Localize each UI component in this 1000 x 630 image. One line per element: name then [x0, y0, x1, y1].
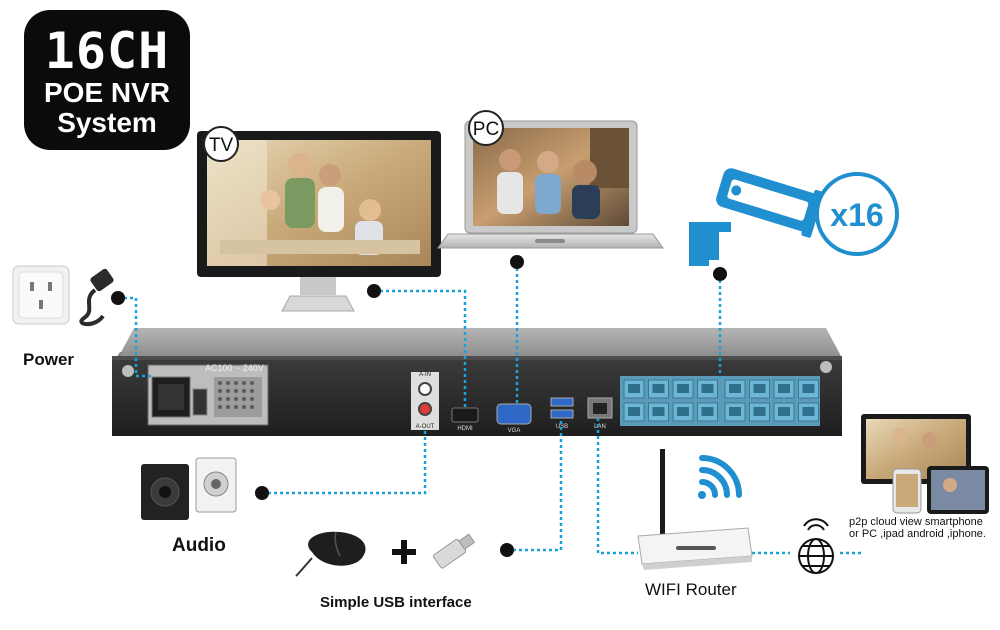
wifi-icon [698, 455, 742, 499]
poe-port-socket [753, 384, 766, 393]
p2p-label-line2: or PC ,ipad android ,iphone. [849, 528, 986, 540]
tv-label: TV [209, 135, 234, 156]
poe-port-socket [729, 407, 741, 416]
poe-port-socket [677, 407, 689, 416]
poe-port-socket [701, 384, 714, 393]
laptop-icon [437, 120, 664, 249]
audio-label: Audio [172, 535, 226, 556]
camera-count-circle [815, 172, 899, 256]
router-label: WIFI Router [645, 580, 737, 599]
badge-title: 16CH [44, 22, 170, 80]
tablet-icon [927, 466, 989, 514]
poe-port-socket [628, 384, 640, 393]
power-label: Power [23, 350, 74, 369]
power-outlet-icon [12, 265, 70, 325]
nvr-device [112, 328, 842, 436]
camera-count-label: x16 [830, 197, 883, 233]
badge-caption: System [57, 107, 157, 138]
poe-port-socket [729, 384, 741, 393]
globe-icon [798, 518, 834, 574]
lan-label: LAN [594, 424, 606, 430]
plus-icon [392, 540, 416, 564]
poe-port-socket [802, 407, 815, 416]
poe-port-socket [802, 384, 815, 393]
mouse-icon [295, 531, 366, 577]
power-plug-icon [79, 268, 114, 327]
hdmi-label: HDMI [457, 426, 473, 432]
poe-port-socket [778, 384, 790, 393]
router-icon [637, 449, 753, 570]
poe-port-socket [677, 384, 689, 393]
camera-icon [689, 168, 825, 266]
connector-lines [118, 262, 862, 555]
system-badge: 16CH POE NVR System [24, 10, 190, 150]
poe-port-group [623, 379, 819, 422]
ac-label: AC100 ~ 240V [205, 363, 264, 373]
tv-icon [197, 131, 441, 312]
audio-in-label: A-IN [419, 372, 431, 378]
poe-port-socket [753, 407, 766, 416]
usb-interface-label: Simple USB interface [320, 594, 472, 611]
poe-port-socket [652, 407, 665, 416]
pc-label: PC [473, 119, 499, 140]
connector-dots [111, 255, 727, 557]
poe-port-socket [701, 407, 714, 416]
phone-icon [892, 468, 922, 514]
poe-port-socket [778, 407, 790, 416]
badge-subtitle: POE NVR [43, 77, 171, 108]
vga-label: VGA [508, 428, 521, 434]
poe-port-socket [652, 384, 665, 393]
poe-port-socket [628, 407, 640, 416]
usb-drive-icon [432, 533, 476, 569]
p2p-label-line1: p2p cloud view smartphone [849, 516, 983, 528]
tv-tag-circle [203, 126, 239, 162]
pc-tag-circle [468, 110, 504, 146]
speaker-icon [141, 457, 237, 520]
audio-out-label: A-OUT [416, 424, 435, 430]
